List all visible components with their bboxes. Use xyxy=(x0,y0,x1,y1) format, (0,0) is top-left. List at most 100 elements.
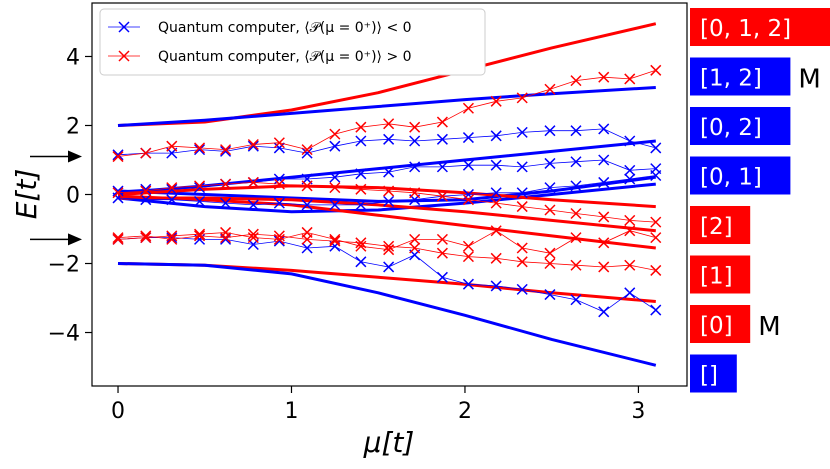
data-point xyxy=(409,187,421,199)
data-point xyxy=(112,149,124,161)
data-point xyxy=(383,195,395,207)
data-point xyxy=(490,197,502,209)
y-tick-label: 4 xyxy=(66,45,80,70)
data-point xyxy=(650,169,662,182)
data-point xyxy=(166,182,178,194)
series-line-4 xyxy=(117,69,656,157)
sector-label-box xyxy=(690,305,751,343)
data-point xyxy=(409,121,421,133)
sector-label-box xyxy=(690,354,737,393)
data-point xyxy=(436,233,448,245)
data-point xyxy=(355,199,367,211)
data-point xyxy=(140,230,152,242)
legend-entry-red: Quantum computer, ⟨𝒫(μ = 0⁺)⟩ > 0 xyxy=(108,49,412,65)
data-point xyxy=(329,171,341,183)
y-tick-label: −2 xyxy=(48,253,80,278)
data-point xyxy=(598,176,610,188)
data-point xyxy=(247,228,259,240)
data-point xyxy=(301,147,313,159)
data-point xyxy=(140,185,152,197)
data-point xyxy=(462,132,474,144)
data-point xyxy=(624,135,636,147)
data-point xyxy=(650,264,662,276)
data-point xyxy=(598,71,610,83)
data-point xyxy=(409,135,421,147)
data-point xyxy=(112,232,124,244)
data-point xyxy=(194,142,206,154)
sector-label-text: [2] xyxy=(700,214,733,240)
data-point xyxy=(166,183,178,195)
exact-curve-9 xyxy=(117,262,657,367)
data-point xyxy=(544,289,556,301)
data-point xyxy=(516,256,528,268)
data-point xyxy=(624,173,636,185)
sector-mark: M xyxy=(758,312,780,342)
data-point xyxy=(544,204,556,216)
sector-label-box xyxy=(690,255,751,294)
legend-marker-blue xyxy=(118,21,130,33)
data-point xyxy=(490,280,502,292)
data-point xyxy=(247,138,259,150)
data-point xyxy=(273,142,285,154)
data-point xyxy=(570,156,582,168)
y-tick-label: −4 xyxy=(48,322,80,347)
data-point xyxy=(436,116,448,128)
data-point xyxy=(598,306,610,318)
data-point xyxy=(516,126,528,138)
data-point xyxy=(598,237,610,249)
series-4 xyxy=(112,64,662,163)
data-point xyxy=(462,240,474,252)
data-point xyxy=(544,257,556,270)
x-tick-label: 2 xyxy=(458,399,472,424)
x-tick-label: 0 xyxy=(111,399,125,424)
data-point xyxy=(570,207,582,220)
sector-label-box xyxy=(690,57,791,96)
sector-label-text: [0, 2] xyxy=(700,115,762,141)
data-point xyxy=(650,142,662,154)
x-axis-label: μ[t] xyxy=(363,426,415,459)
data-point xyxy=(462,188,474,201)
data-point xyxy=(490,187,502,199)
data-point xyxy=(650,304,662,316)
data-point xyxy=(166,233,178,245)
data-point xyxy=(355,183,367,195)
data-point xyxy=(544,157,556,169)
sector-label-5: [1] xyxy=(690,255,751,294)
data-point xyxy=(140,232,152,244)
data-point xyxy=(570,294,582,306)
data-point xyxy=(355,168,367,180)
data-point xyxy=(516,161,528,173)
data-point xyxy=(409,242,421,254)
data-point xyxy=(570,125,582,137)
data-point xyxy=(166,232,178,244)
data-point xyxy=(273,235,285,247)
data-point xyxy=(329,128,341,140)
data-point xyxy=(301,180,313,192)
data-point xyxy=(624,259,636,271)
data-point xyxy=(436,190,448,202)
data-point xyxy=(301,242,313,254)
data-point xyxy=(436,161,448,173)
data-point xyxy=(490,252,502,264)
data-point xyxy=(220,144,232,156)
sector-label-box xyxy=(690,206,751,244)
data-point xyxy=(383,118,395,130)
arrow-head xyxy=(68,150,82,163)
data-point xyxy=(598,211,610,223)
data-point xyxy=(409,161,421,173)
arrow-head xyxy=(68,233,82,246)
data-point xyxy=(194,182,206,194)
data-point xyxy=(624,287,636,299)
series-6 xyxy=(112,225,662,259)
sector-mark: M xyxy=(798,65,820,95)
sector-label-text: [0, 1, 2] xyxy=(700,16,791,42)
data-point xyxy=(194,195,206,207)
x-tick-label: 3 xyxy=(631,399,645,424)
data-point xyxy=(409,233,421,245)
data-point xyxy=(220,145,232,157)
sector-label-text: [1] xyxy=(700,264,733,290)
data-point xyxy=(140,183,152,195)
data-point xyxy=(140,194,152,206)
